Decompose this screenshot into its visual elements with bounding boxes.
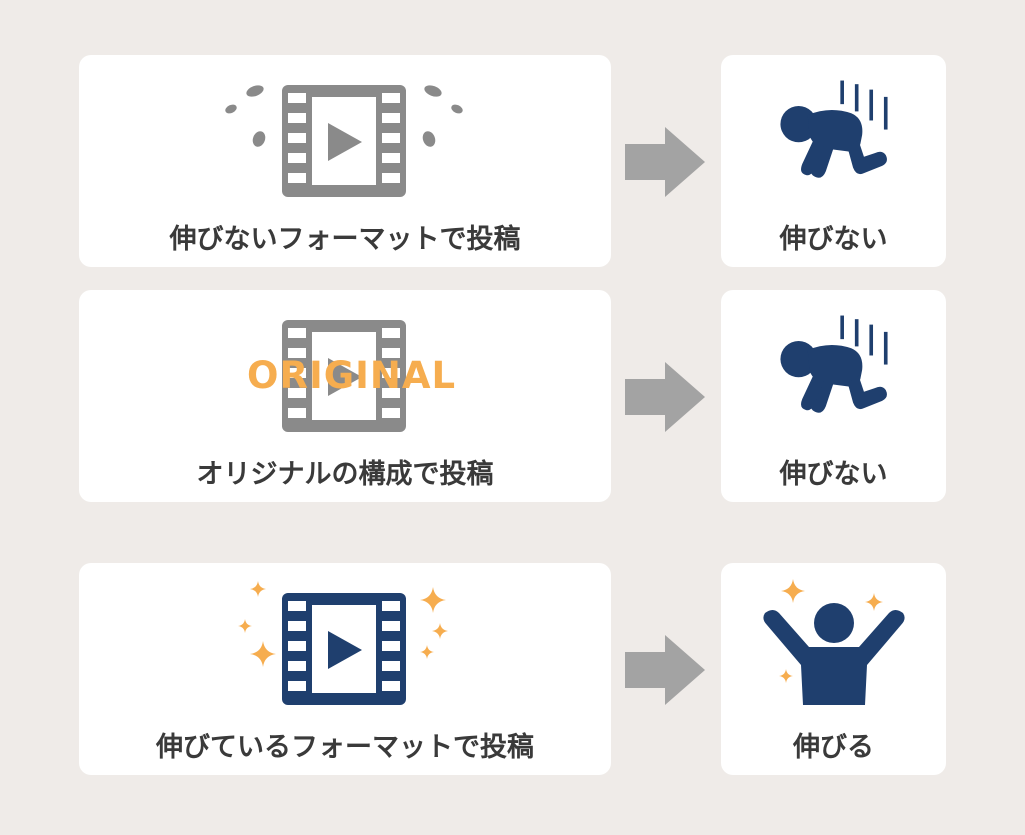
right-label-row3: 伸びる [793, 732, 874, 763]
left-card-row2: ORIGINAL オリジナルの構成で投稿 [79, 290, 611, 502]
cheering-person-icon [763, 579, 905, 705]
left-card-row3: 伸びているフォーマットで投稿 [79, 563, 611, 775]
arrow-icon-row3 [625, 635, 705, 705]
right-label-row1: 伸びない [779, 224, 888, 255]
crawling-person-icon [778, 315, 889, 415]
left-card-row1: 伸びないフォーマットで投稿 [79, 55, 611, 267]
right-card-row2: 伸びない [721, 290, 946, 502]
arrow-icon-row2 [625, 362, 705, 432]
crying-film-icon [225, 85, 463, 197]
left-label-row2: オリジナルの構成で投稿 [196, 459, 494, 490]
original-overlay-text: ORIGINAL [247, 354, 457, 397]
crawling-person-icon [778, 80, 889, 180]
arrow-icon-row1 [625, 127, 705, 197]
left-label-row3: 伸びているフォーマットで投稿 [156, 732, 534, 763]
sparkle-film-icon [238, 581, 448, 705]
left-label-row1: 伸びないフォーマットで投稿 [169, 224, 521, 255]
right-card-row3: 伸びる [721, 563, 946, 775]
right-label-row2: 伸びない [779, 459, 888, 490]
right-card-row1: 伸びない [721, 55, 946, 267]
